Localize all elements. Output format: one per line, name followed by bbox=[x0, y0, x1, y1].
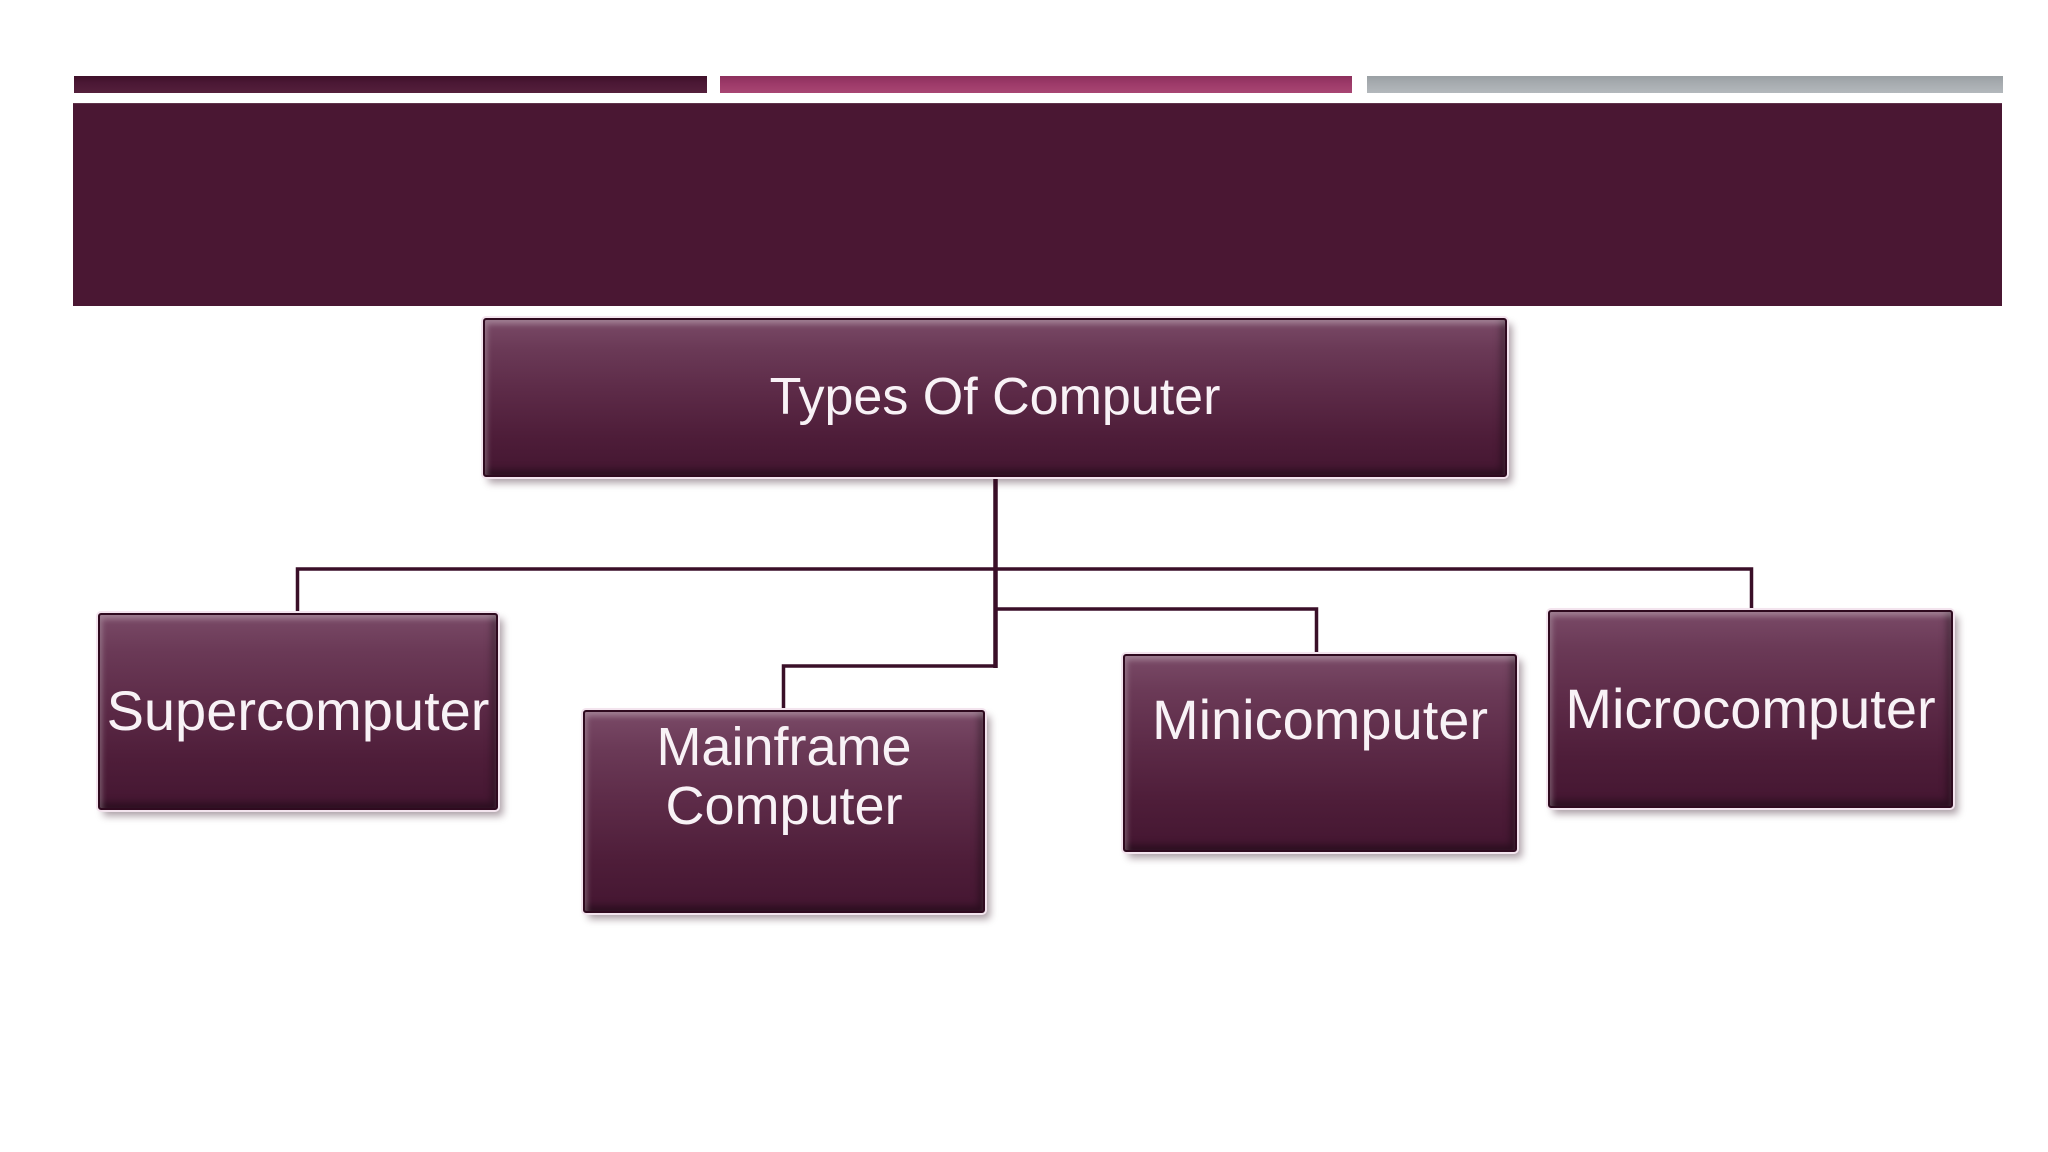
node-label: Supercomputer bbox=[106, 679, 490, 743]
accent-bar-gray bbox=[1367, 76, 2003, 93]
node-label: Mainframe Computer bbox=[656, 717, 912, 836]
accent-bar-maroon bbox=[74, 76, 707, 93]
node-supercomputer: Supercomputer bbox=[98, 613, 498, 810]
accent-bar-magenta bbox=[720, 76, 1352, 93]
node-label: Microcomputer bbox=[1565, 676, 1936, 740]
node-mainframe-computer: Mainframe Computer bbox=[583, 710, 985, 913]
node-label: Types Of Computer bbox=[769, 368, 1221, 427]
connector-branch-minicomputer bbox=[995, 607, 1319, 657]
node-label: Minicomputer bbox=[1151, 687, 1489, 751]
node-types-of-computer: Types Of Computer bbox=[483, 318, 1507, 477]
node-microcomputer: Microcomputer bbox=[1548, 610, 1953, 808]
title-band bbox=[73, 103, 2002, 306]
connector-branch-outer bbox=[295, 567, 1754, 615]
connector-branch-mainframe bbox=[781, 664, 996, 713]
node-minicomputer: Minicomputer bbox=[1123, 654, 1517, 852]
